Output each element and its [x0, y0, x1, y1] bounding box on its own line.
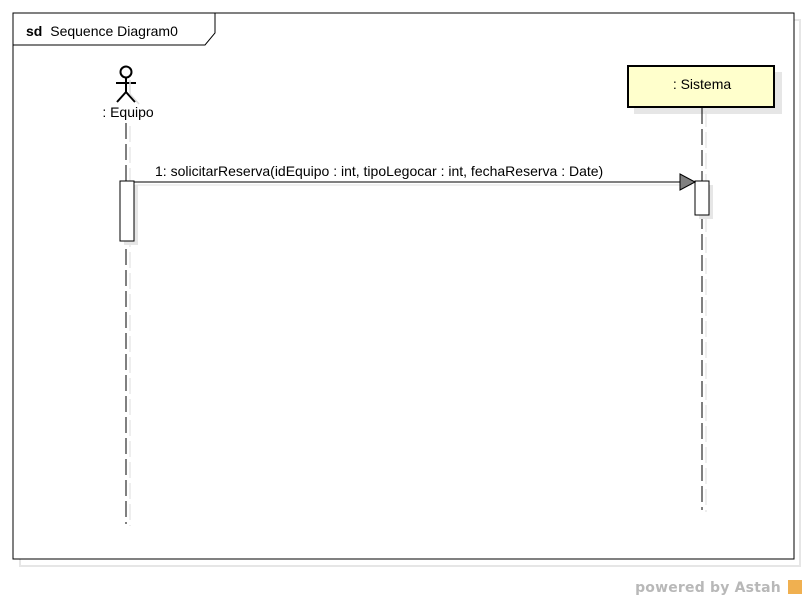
- object-box: [627, 65, 775, 108]
- astah-logo-icon: [788, 580, 802, 594]
- activation-equipo: [119, 180, 135, 242]
- activation-sistema: [694, 180, 710, 216]
- actor-shadow: [129, 80, 140, 105]
- frame-keyword: sd: [26, 23, 42, 39]
- frame-name: Sequence Diagram0: [50, 23, 178, 39]
- lifeline-head-sistema[interactable]: : Sistema: [627, 65, 782, 114]
- message-1[interactable]: 1: solicitarReserva(idEquipo : int, tipo…: [134, 163, 697, 191]
- lifeline-label-sistema: : Sistema: [673, 76, 732, 92]
- astah-watermark: powered by Astah: [635, 580, 802, 596]
- stick-figure-icon: [116, 65, 136, 103]
- frame-title: sd Sequence Diagram0: [26, 23, 178, 39]
- watermark-text: powered by Astah: [635, 580, 781, 596]
- arrowhead-icon: [679, 173, 697, 191]
- message-label: 1: solicitarReserva(idEquipo : int, tipo…: [155, 163, 603, 179]
- actor-equipo[interactable]: : Equipo: [102, 65, 154, 121]
- frame-name-tab: [12, 12, 216, 46]
- lifeline-label-equipo: : Equipo: [102, 104, 154, 120]
